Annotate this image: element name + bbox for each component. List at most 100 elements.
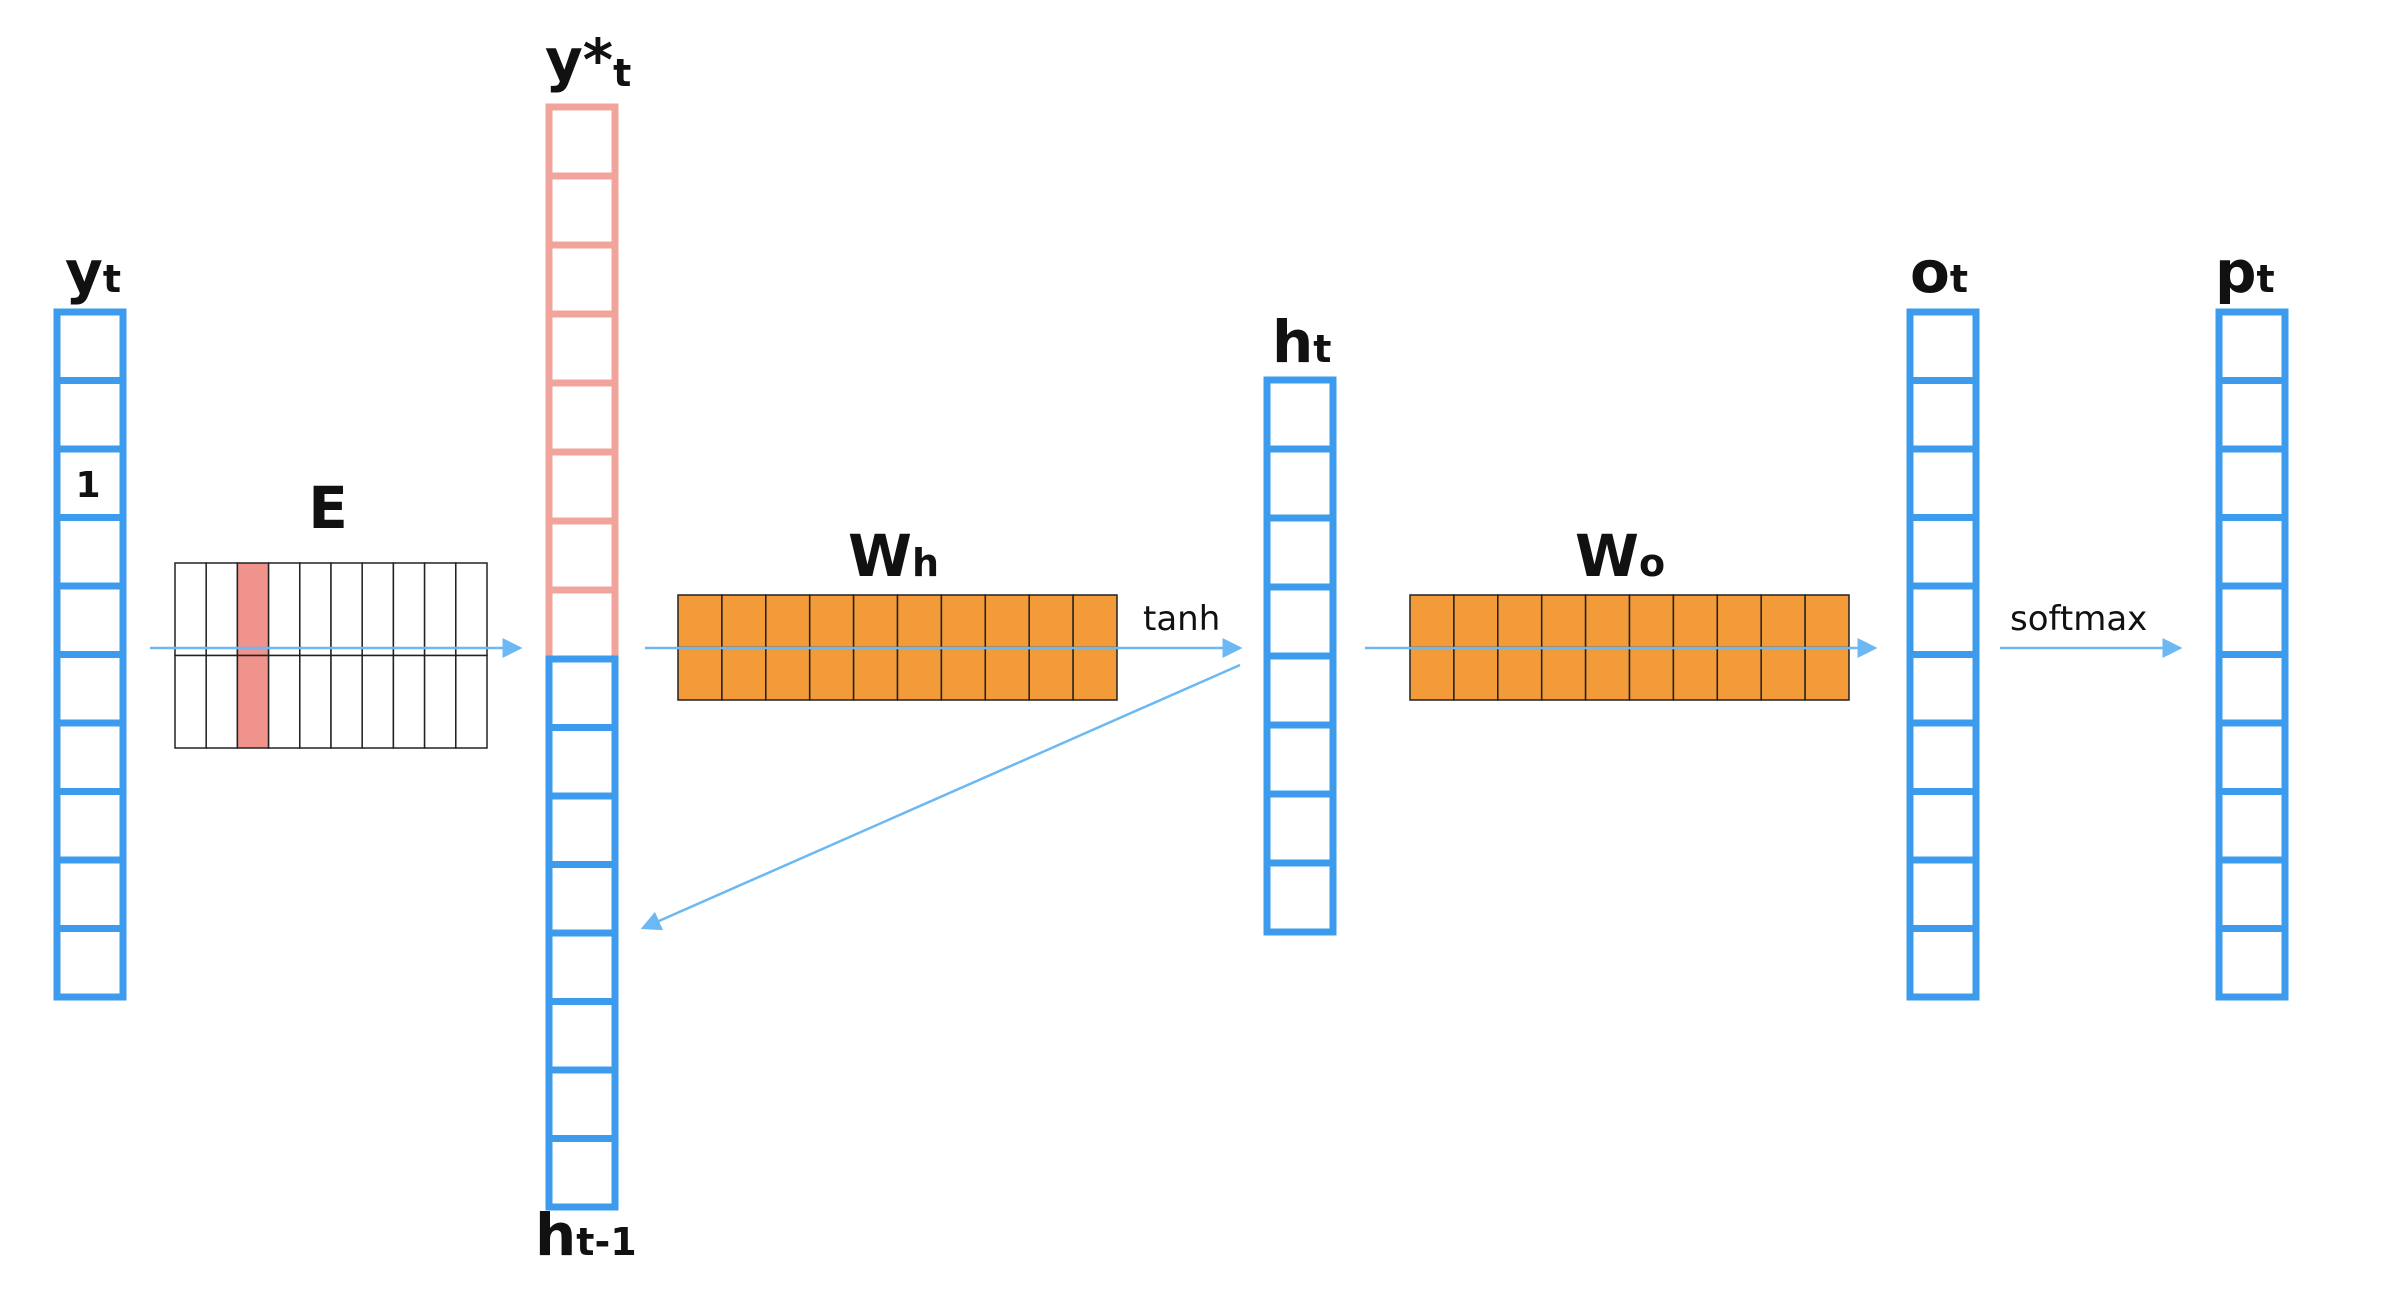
h-t-minus-1-vector-cell [545, 998, 619, 1074]
h-t-minus-1-vector-cell [545, 792, 619, 868]
w-h-matrix-cell [677, 594, 723, 649]
y-t-vector-cell [53, 651, 127, 727]
o-t-vector-cell [1906, 582, 1980, 658]
p-t-vector-cell [2215, 925, 2289, 1001]
label-tanh: tanh [1143, 599, 1220, 639]
w-o-matrix-cell [1497, 594, 1543, 649]
o-t-vector-cell [1906, 856, 1980, 932]
h-t-minus-1-vector-cell [545, 724, 619, 800]
w-h-matrix-cell [765, 646, 811, 701]
w-o-matrix-cell [1760, 594, 1806, 649]
e-matrix-cell [392, 654, 426, 749]
w-o-matrix-cell [1672, 646, 1719, 701]
e-matrix-cell [267, 562, 301, 657]
y-star-t-vector-cell [545, 586, 619, 663]
w-o-matrix-cell [1628, 646, 1675, 701]
e-matrix-cell [361, 654, 395, 749]
h-t-vector-cell [1263, 790, 1337, 867]
y-t-vector-cell [53, 582, 127, 658]
one-hot-value: 1 [75, 465, 100, 506]
h-t-vector-cell [1263, 652, 1337, 729]
w-o-matrix-cell [1497, 646, 1543, 701]
w-o-matrix-cell [1804, 646, 1850, 701]
y-star-t-vector-cell [545, 241, 619, 318]
w-h-matrix-cell [765, 594, 811, 649]
label-p-t: pt [2215, 238, 2275, 306]
h-t-minus-1-vector-cell [545, 1066, 619, 1142]
o-t-vector-cell [1906, 651, 1980, 727]
w-o-matrix-cell [1453, 646, 1499, 701]
w-h-matrix-cell [808, 646, 855, 701]
y-star-t-vector-cell [545, 310, 619, 387]
label-w-o-matrix: Wo [1575, 522, 1665, 590]
h-t-vector-cell [1263, 721, 1337, 798]
p-t-vector-cell [2215, 651, 2289, 727]
p-t-vector-cell [2215, 445, 2289, 521]
w-o-matrix-cell [1584, 594, 1631, 649]
p-t-vector-cell [2215, 377, 2289, 453]
o-t-vector-cell [1906, 445, 1980, 521]
w-h-matrix-cell [721, 646, 767, 701]
y-t-vector-cell [53, 856, 127, 932]
w-o-matrix-cell [1672, 594, 1719, 649]
e-matrix-cell [299, 654, 332, 749]
e-matrix-cell [330, 562, 363, 657]
y-star-t-vector-cell [545, 517, 619, 594]
w-o-matrix-cell [1716, 594, 1762, 649]
w-h-matrix-cell [808, 594, 855, 649]
y-star-t-vector-cell [545, 448, 619, 525]
o-t-vector-cell [1906, 719, 1980, 795]
p-t-vector-cell [2215, 788, 2289, 864]
h-t-vector-cell [1263, 445, 1337, 522]
p-t-vector-cell [2215, 582, 2289, 658]
y-star-t-vector-cell [545, 103, 619, 180]
label-e-matrix: E [308, 474, 348, 542]
w-o-matrix-cell [1409, 646, 1455, 701]
e-matrix-cell [205, 562, 239, 657]
w-h-matrix-cell [896, 594, 943, 649]
w-o-matrix-cell [1453, 594, 1499, 649]
o-t-vector-cell [1906, 377, 1980, 453]
label-o-t: ot [1910, 238, 1968, 306]
label-h-t-minus-1: ht-1 [535, 1201, 637, 1269]
y-t-vector-cell [53, 719, 127, 795]
w-o-matrix-cell [1716, 646, 1762, 701]
w-o-matrix-cell [1540, 646, 1587, 701]
arrow-ht-to-htm1-recurrent [640, 663, 1241, 931]
e-matrix-cell [423, 654, 457, 749]
w-h-matrix-cell [1028, 646, 1074, 701]
y-t-vector-cell [53, 514, 127, 590]
e-matrix-cell [236, 654, 270, 749]
h-t-vector-cell [1263, 514, 1337, 591]
h-t-vector-cell [1263, 376, 1337, 453]
e-matrix-cell [330, 654, 363, 749]
h-t-minus-1-vector-cell [545, 861, 619, 937]
o-t-vector-cell [1906, 788, 1980, 864]
w-o-matrix-cell [1540, 594, 1587, 649]
w-o-matrix-cell [1628, 594, 1675, 649]
w-h-matrix-cell [852, 646, 899, 701]
label-softmax: softmax [2010, 599, 2147, 639]
y-t-vector-cell [53, 788, 127, 864]
arrows [150, 638, 2183, 931]
w-o-matrix-cell [1760, 646, 1806, 701]
e-matrix-cell [205, 654, 239, 749]
e-matrix-cell [236, 562, 270, 657]
h-t-minus-1-vector-cell [545, 929, 619, 1005]
h-t-vector-cell [1263, 583, 1337, 660]
p-t-vector-cell [2215, 514, 2289, 590]
o-t-vector-cell [1906, 925, 1980, 1001]
w-h-matrix-cell [1028, 594, 1074, 649]
label-w-h-matrix: Wh [848, 522, 939, 590]
label-h-t: ht [1272, 308, 1331, 376]
y-star-t-vector-cell [545, 379, 619, 456]
w-h-matrix-cell [984, 594, 1030, 649]
label-y-star-t: y*t [545, 26, 631, 95]
h-t-minus-1-vector-cell [545, 655, 619, 731]
p-t-vector-cell [2215, 856, 2289, 932]
h-t-vector-cell [1263, 859, 1337, 936]
w-h-matrix-cell [940, 646, 987, 701]
y-t-vector-cell [53, 925, 127, 1001]
e-matrix-cell [392, 562, 426, 657]
